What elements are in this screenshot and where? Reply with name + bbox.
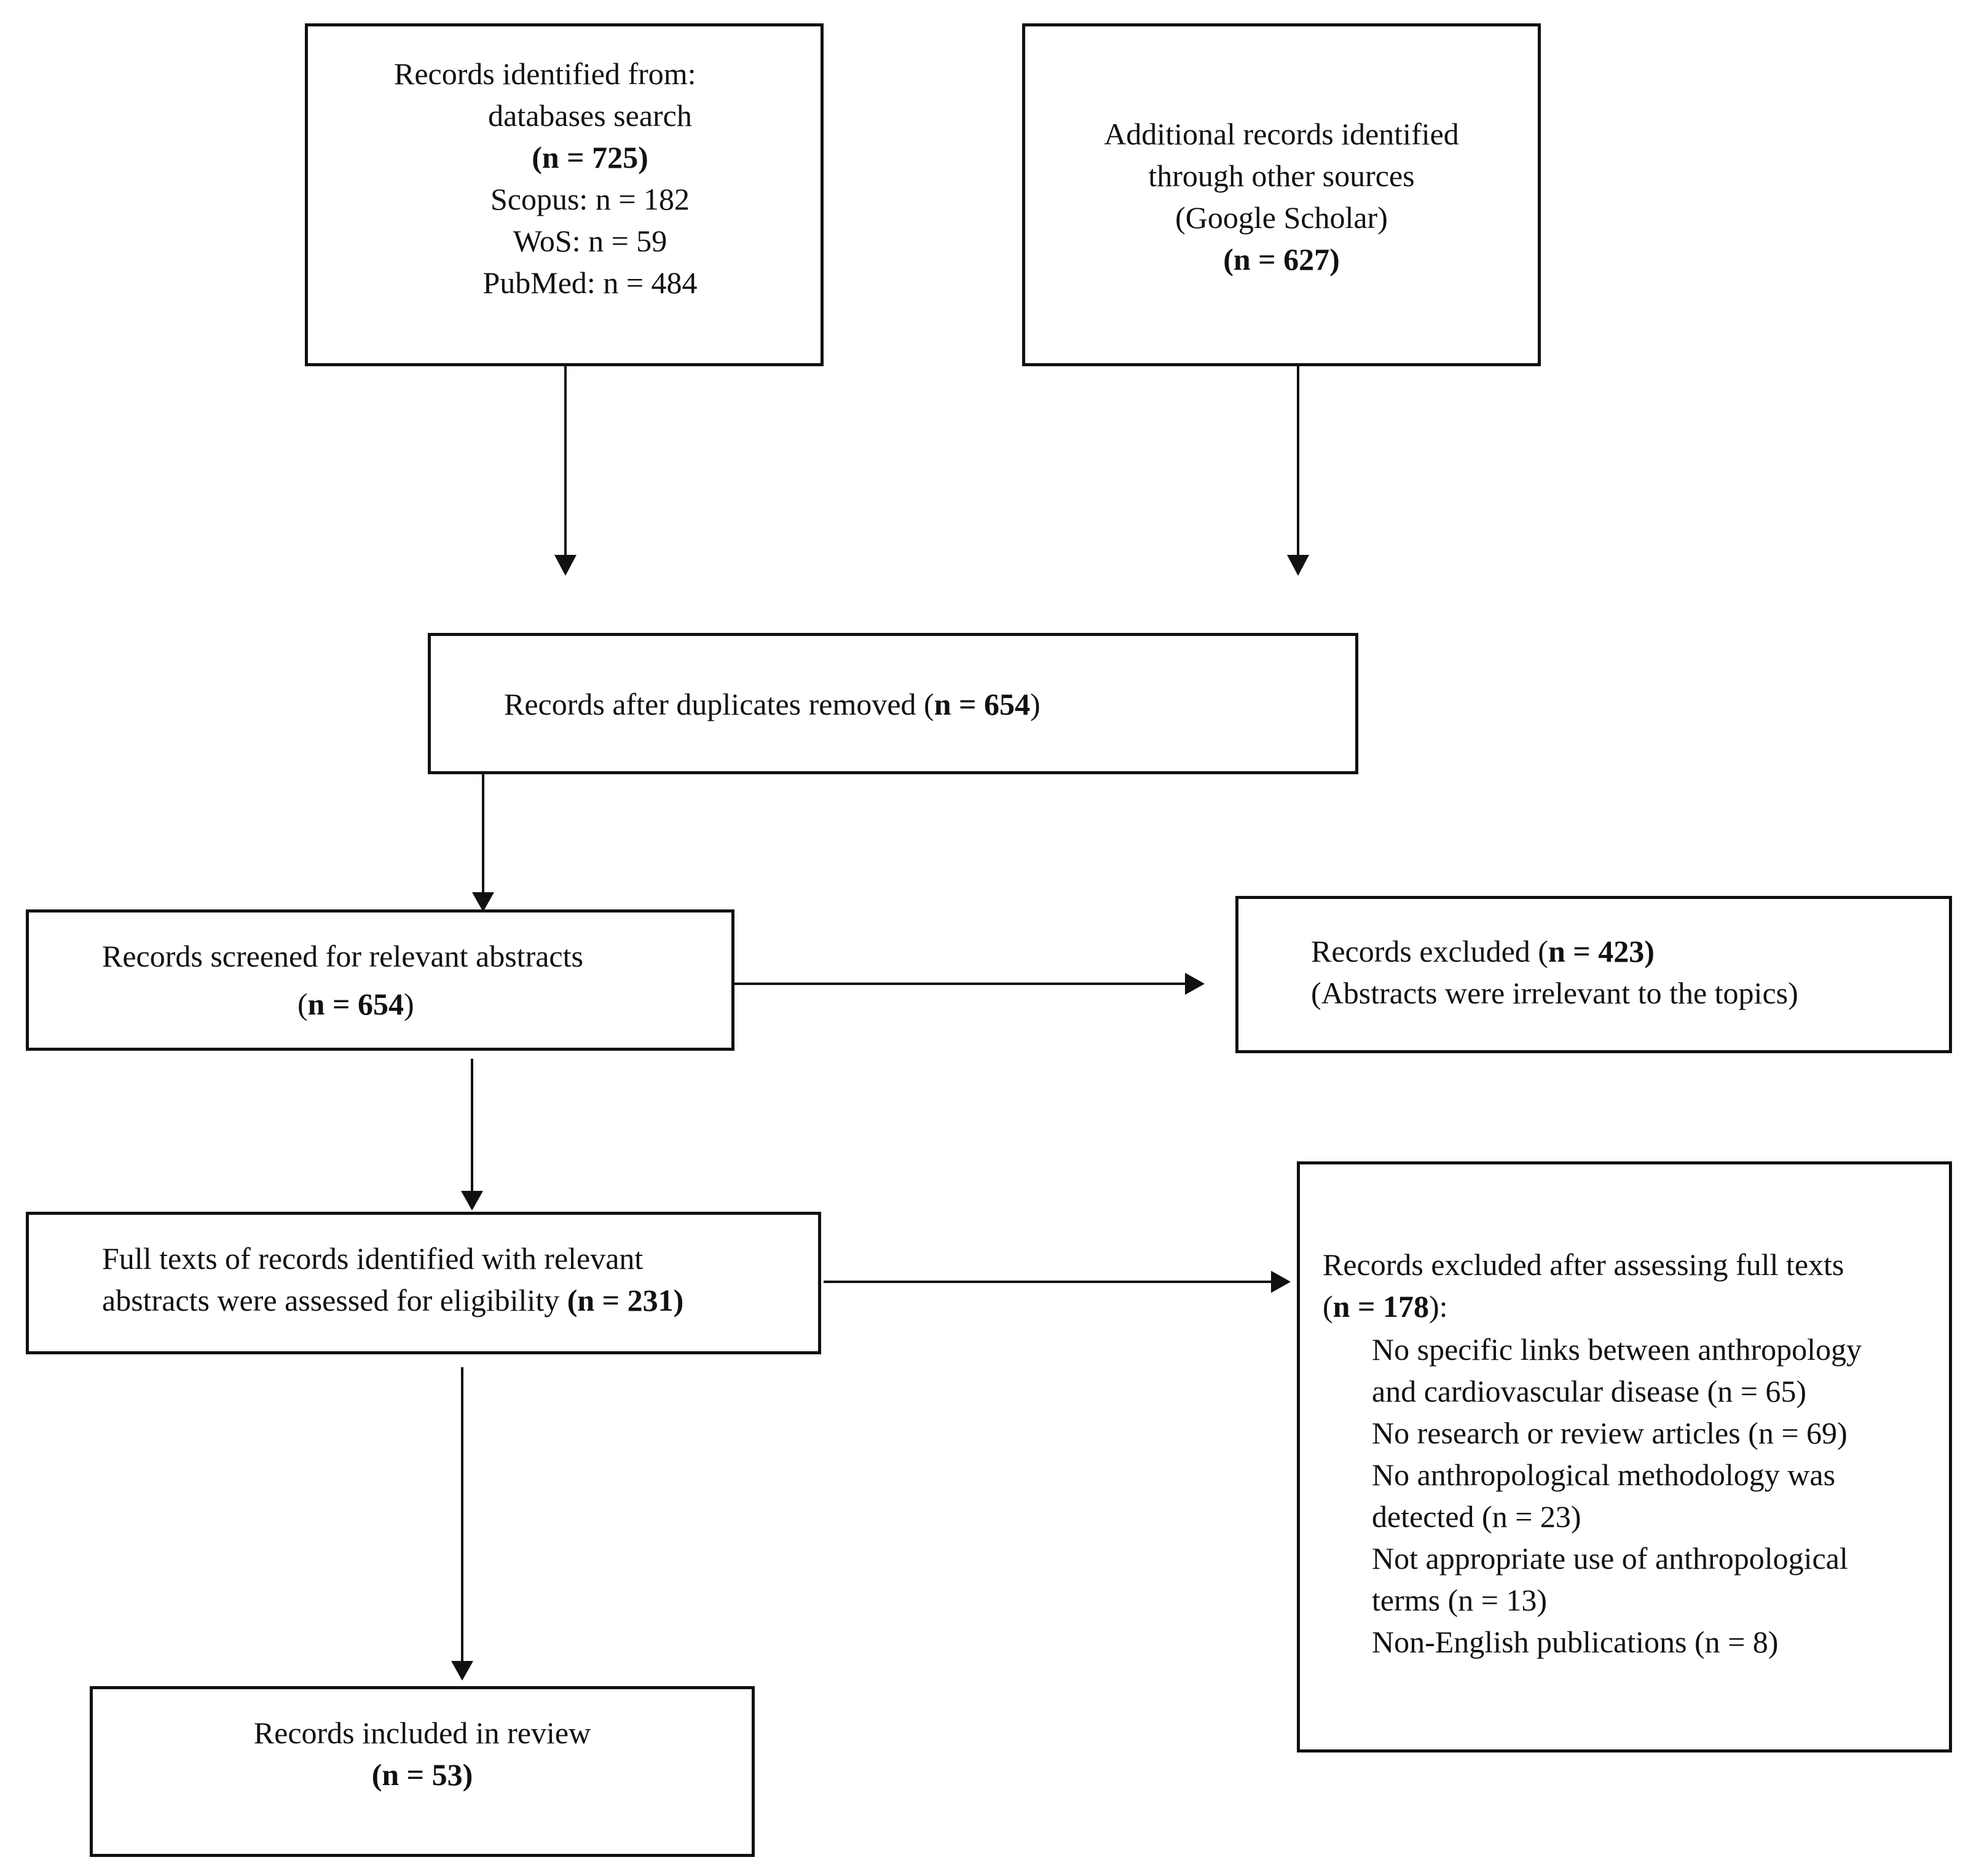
databases-total: (n = 725)	[532, 140, 648, 175]
exclusion-reason: Not appropriate use of anthropological	[1372, 1541, 1848, 1576]
included-text: Records included in review (n = 53)	[90, 1712, 755, 1796]
scopus-count: Scopus: n = 182	[490, 182, 690, 216]
excluded-abstracts-text: Records excluded (n = 423) (Abstracts we…	[1311, 930, 1798, 1014]
included-box	[90, 1686, 755, 1857]
full-text-line2: abstracts were assessed for eligibility …	[102, 1283, 684, 1317]
excluded-full-text-count: n = 178	[1332, 1289, 1429, 1324]
other-sources-box	[1022, 23, 1541, 366]
included-count: (n = 53)	[371, 1757, 473, 1792]
other-sources-line1: Additional records identified	[1104, 117, 1459, 151]
full-text-count: (n = 231)	[567, 1283, 684, 1317]
other-sources-total: (n = 627)	[1223, 242, 1340, 277]
excluded-abstracts-label: Records excluded (n = 423)	[1311, 934, 1655, 968]
screened-count: n = 654	[307, 987, 404, 1021]
arrowhead-excluded	[1185, 973, 1205, 995]
other-sources-line2: through other sources	[1148, 159, 1415, 193]
other-sources-text: Additional records identified through ot…	[1022, 113, 1541, 280]
excluded-abstracts-count: n = 423)	[1548, 934, 1655, 968]
included-label: Records included in review	[253, 1716, 591, 1750]
exclusion-reason: Non-English publications (n = 8)	[1372, 1625, 1779, 1659]
duplicates-removed-box	[428, 633, 1358, 774]
excluded-full-text-box	[1297, 1161, 1952, 1752]
exclusion-reason: No specific links between anthropology	[1372, 1332, 1862, 1367]
exclusion-reason: No anthropological methodology was	[1372, 1458, 1836, 1492]
excluded-full-text-title: Records excluded after assessing full te…	[1323, 1244, 1844, 1327]
screened-count-line: (n = 654)	[297, 987, 414, 1021]
databases-box	[305, 23, 824, 366]
databases-title: Records identified from:	[394, 57, 696, 91]
exclusion-reason: No research or review articles (n = 69)	[1372, 1416, 1848, 1450]
wos-count: WoS: n = 59	[513, 224, 667, 258]
screened-label: Records screened for relevant abstracts	[102, 939, 583, 973]
arrowhead-fulltext-excluded	[1271, 1271, 1291, 1293]
arrowhead-screened	[472, 892, 494, 912]
full-text-assessed-text: Full texts of records identified with re…	[102, 1238, 683, 1321]
excluded-abstracts-reason: (Abstracts were irrelevant to the topics…	[1311, 976, 1798, 1010]
screened-box	[26, 909, 734, 1051]
duplicates-removed-text: Records after duplicates removed (n = 65…	[504, 687, 1041, 721]
pubmed-count: PubMed: n = 484	[482, 265, 698, 300]
databases-details: databases search (n = 725) Scopus: n = 1…	[430, 95, 750, 304]
exclusion-reasons-list: No specific links between anthropology a…	[1372, 1329, 1862, 1663]
exclusion-reason: terms (n = 13)	[1372, 1583, 1548, 1617]
databases-subtitle: databases search	[488, 98, 692, 133]
exclusion-reason: and cardiovascular disease (n = 65)	[1372, 1374, 1807, 1408]
full-text-assessed-box	[26, 1212, 821, 1354]
exclusion-reason: detected (n = 23)	[1372, 1499, 1581, 1534]
arrowhead-other	[1287, 555, 1309, 576]
full-text-line1: Full texts of records identified with re…	[102, 1241, 644, 1276]
arrowhead-included	[451, 1661, 473, 1681]
duplicates-removed-count: n = 654	[934, 687, 1031, 721]
other-sources-line3: (Google Scholar)	[1175, 200, 1388, 235]
excluded-full-text-count-line: (n = 178):	[1323, 1289, 1448, 1324]
excluded-abstracts-box	[1235, 896, 1952, 1053]
arrowhead-databases	[554, 555, 577, 576]
arrowhead-fulltext	[461, 1191, 483, 1211]
